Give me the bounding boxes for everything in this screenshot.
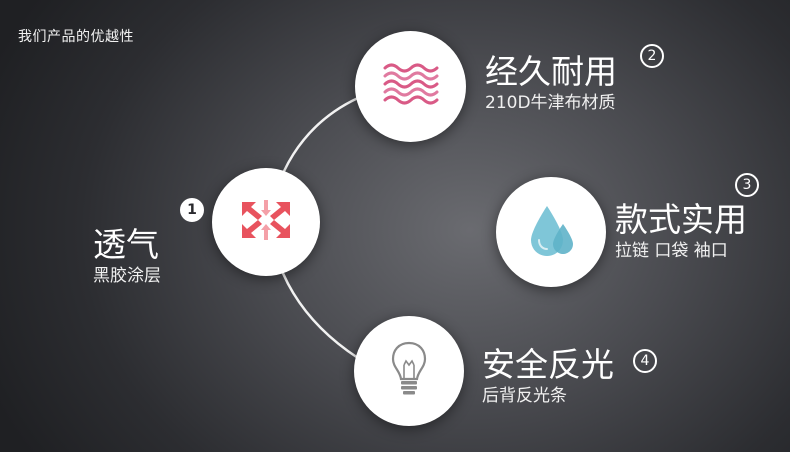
feature-2-circle [355,31,466,142]
feature-4-number: 4 [633,349,657,373]
feature-2-sub: 210D牛津布材质 [485,93,616,113]
feature-1-text: 透气 黑胶涂层 [93,225,161,287]
water-drops-icon [523,200,579,264]
feature-1-circle [212,168,320,276]
feature-3-text: 款式实用 拉链 口袋 袖口 [615,200,747,262]
fabric-waves-icon [381,60,441,114]
feature-4-sub: 后背反光条 [482,386,567,406]
feature-4-text: 安全反光 后背反光条 [482,345,614,407]
feature-3-heading: 款式实用 [615,200,747,239]
feature-4-circle [354,316,464,426]
feature-3-sub: 拉链 口袋 袖口 [615,241,728,261]
feature-2-number: 2 [640,44,664,68]
feature-2-text: 经久耐用 210D牛津布材质 [485,52,617,114]
feature-1-sub: 黑胶涂层 [93,266,161,286]
feature-1-heading: 透气 [93,225,159,264]
feature-1-number: 1 [180,198,204,222]
feature-3-circle [496,177,606,287]
feature-2-heading: 经久耐用 [485,52,617,91]
feature-4-heading: 安全反光 [482,345,614,384]
breathable-arrows-icon [240,198,292,246]
feature-3-number: 3 [735,173,759,197]
page-title: 我们产品的优越性 [18,29,134,45]
light-bulb-icon [389,339,429,403]
